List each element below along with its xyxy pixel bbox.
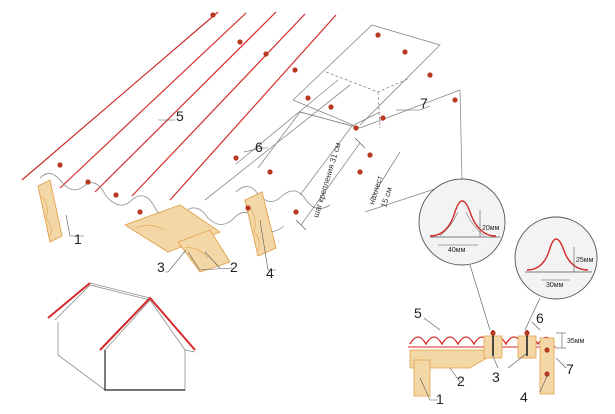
callout-7: 7 — [420, 95, 428, 111]
section-height-label: 35мм — [567, 338, 585, 345]
eave-wave-profile — [39, 173, 285, 232]
cross-section: 35мм 5 1 2 3 6 4 7 — [408, 305, 585, 407]
house-sketch — [47, 282, 196, 391]
section-callout-5: 5 — [414, 305, 422, 321]
section-callout-4: 4 — [520, 389, 528, 405]
main-roof-view: шаг крепления 31 см нахлест 15 см 1 5 3 … — [21, 11, 463, 281]
detail-right-width: 30мм — [546, 282, 564, 289]
sheet-edge-lines — [21, 11, 337, 201]
section-callout-3: 3 — [492, 369, 500, 385]
wood-grain — [41, 195, 260, 259]
overlap-dimension — [369, 151, 401, 201]
section-battens — [409, 335, 555, 397]
detail-circle-left: 20мм 40мм — [418, 178, 506, 266]
detail-left-leader — [469, 264, 491, 331]
section-leader-lines — [419, 317, 567, 401]
section-callout-7: 7 — [566, 361, 574, 377]
screws — [57, 12, 458, 215]
callout-2: 2 — [230, 259, 238, 275]
section-callout-1: 1 — [436, 391, 444, 407]
overlap-label-line2: 15 см — [379, 186, 394, 208]
detail-circle-right: 25мм 30мм — [514, 216, 598, 300]
detail-left-width: 40мм — [448, 247, 466, 254]
callout-6: 6 — [255, 139, 263, 155]
callout-3: 3 — [157, 259, 165, 275]
fastening-step-dimension — [295, 137, 366, 231]
detail-right-height: 25мм — [576, 257, 594, 264]
callout-1: 1 — [74, 231, 82, 247]
leader-lines — [65, 105, 431, 273]
detail-right-leader — [524, 297, 541, 331]
section-callout-6: 6 — [536, 310, 544, 326]
detail-left-height: 20мм — [482, 225, 500, 232]
section-screw-heads — [490, 330, 550, 377]
section-callout-2: 2 — [457, 373, 465, 389]
callout-4: 4 — [266, 265, 274, 281]
callout-5: 5 — [176, 108, 184, 124]
